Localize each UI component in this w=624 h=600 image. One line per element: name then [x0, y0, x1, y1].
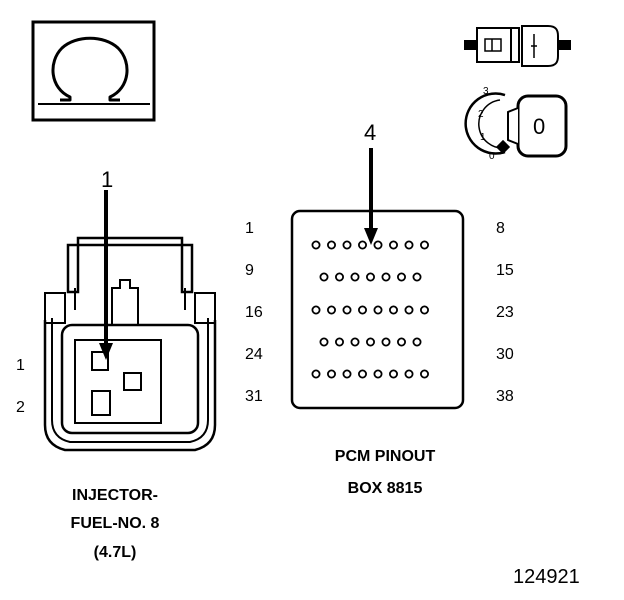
ignition-key-icon: [464, 92, 568, 158]
pcm-pin: [342, 369, 352, 379]
pcm-pin: [350, 272, 360, 282]
pcm-pin: [373, 305, 383, 315]
pcm-pin: [381, 337, 391, 347]
injector-connector: [43, 236, 217, 452]
injector-caption-line3: (4.7L): [93, 544, 137, 561]
pcm-pin: [396, 272, 406, 282]
pcm-left-pin-label-31: 31: [245, 388, 263, 405]
pcm-pin: [311, 240, 321, 250]
pcm-pin: [412, 337, 422, 347]
injector-cavity-label-1: 1: [16, 357, 25, 374]
cavity-2: [91, 390, 111, 416]
callout-number-1: 1: [101, 167, 114, 192]
pcm-pin: [404, 305, 414, 315]
ignition-position-1: 1: [480, 132, 486, 143]
pcm-left-pin-label-16: 16: [245, 304, 263, 321]
pcm-pin: [373, 369, 383, 379]
pcm-left-pin-label-9: 9: [245, 262, 254, 279]
pcm-pin: [326, 240, 336, 250]
pcm-pin-grid: [311, 240, 429, 379]
pcm-right-pin-label-38: 38: [496, 388, 514, 405]
disconnected-connector-icon: [464, 25, 571, 67]
pcm-pin: [373, 240, 383, 250]
ignition-position-0: 0: [489, 151, 495, 162]
pcm-pin: [419, 240, 429, 250]
pcm-pin: [319, 272, 329, 282]
pcm-pin: [319, 337, 329, 347]
pcm-pin: [357, 369, 367, 379]
cavity-polarizing: [123, 372, 142, 391]
pcm-pin: [365, 337, 375, 347]
callout-arrow-1: [99, 190, 113, 360]
pcm-pin: [404, 240, 414, 250]
callout-number-4: 4: [364, 120, 377, 145]
pcm-pin: [365, 272, 375, 282]
pcm-caption-line1: PCM PINOUT: [334, 448, 436, 465]
key-position-label: 0: [533, 114, 546, 139]
figure-number: 124921: [513, 566, 580, 588]
pcm-right-pin-label-8: 8: [496, 220, 505, 237]
pcm-pin: [350, 337, 360, 347]
pcm-pin: [419, 305, 429, 315]
pcm-pin: [388, 369, 398, 379]
pcm-pin: [311, 369, 321, 379]
pcm-pin: [357, 305, 367, 315]
injector-cavity-label-2: 2: [16, 399, 25, 416]
injector-caption-line2: FUEL-NO. 8: [70, 515, 160, 532]
pcm-pin: [412, 272, 422, 282]
pcm-pin: [311, 305, 321, 315]
pcm-right-pin-label-15: 15: [496, 262, 514, 279]
pcm-pin: [381, 272, 391, 282]
pcm-pin: [357, 240, 367, 250]
injector-caption-line1: INJECTOR-: [72, 487, 158, 504]
pcm-left-pin-label-24: 24: [245, 346, 263, 363]
pcm-pin: [326, 305, 336, 315]
ohmmeter-icon: [31, 20, 156, 122]
pcm-pin: [334, 272, 344, 282]
callout-arrow-4: [364, 148, 378, 245]
cavity-1: [91, 351, 109, 371]
ignition-position-3: 3: [483, 86, 489, 97]
pcm-pin: [388, 240, 398, 250]
pcm-right-pin-label-23: 23: [496, 304, 514, 321]
pcm-pin: [334, 337, 344, 347]
pcm-left-pin-label-1: 1: [245, 220, 254, 237]
pcm-pin: [326, 369, 336, 379]
pcm-pin: [404, 369, 414, 379]
ignition-position-2: 2: [478, 109, 484, 120]
pcm-pin: [396, 337, 406, 347]
pcm-pin: [342, 240, 352, 250]
pcm-pin: [342, 305, 352, 315]
pcm-right-pin-label-30: 30: [496, 346, 514, 363]
pcm-caption-line2: BOX 8815: [347, 480, 423, 497]
pcm-pin: [388, 305, 398, 315]
pcm-pin: [419, 369, 429, 379]
